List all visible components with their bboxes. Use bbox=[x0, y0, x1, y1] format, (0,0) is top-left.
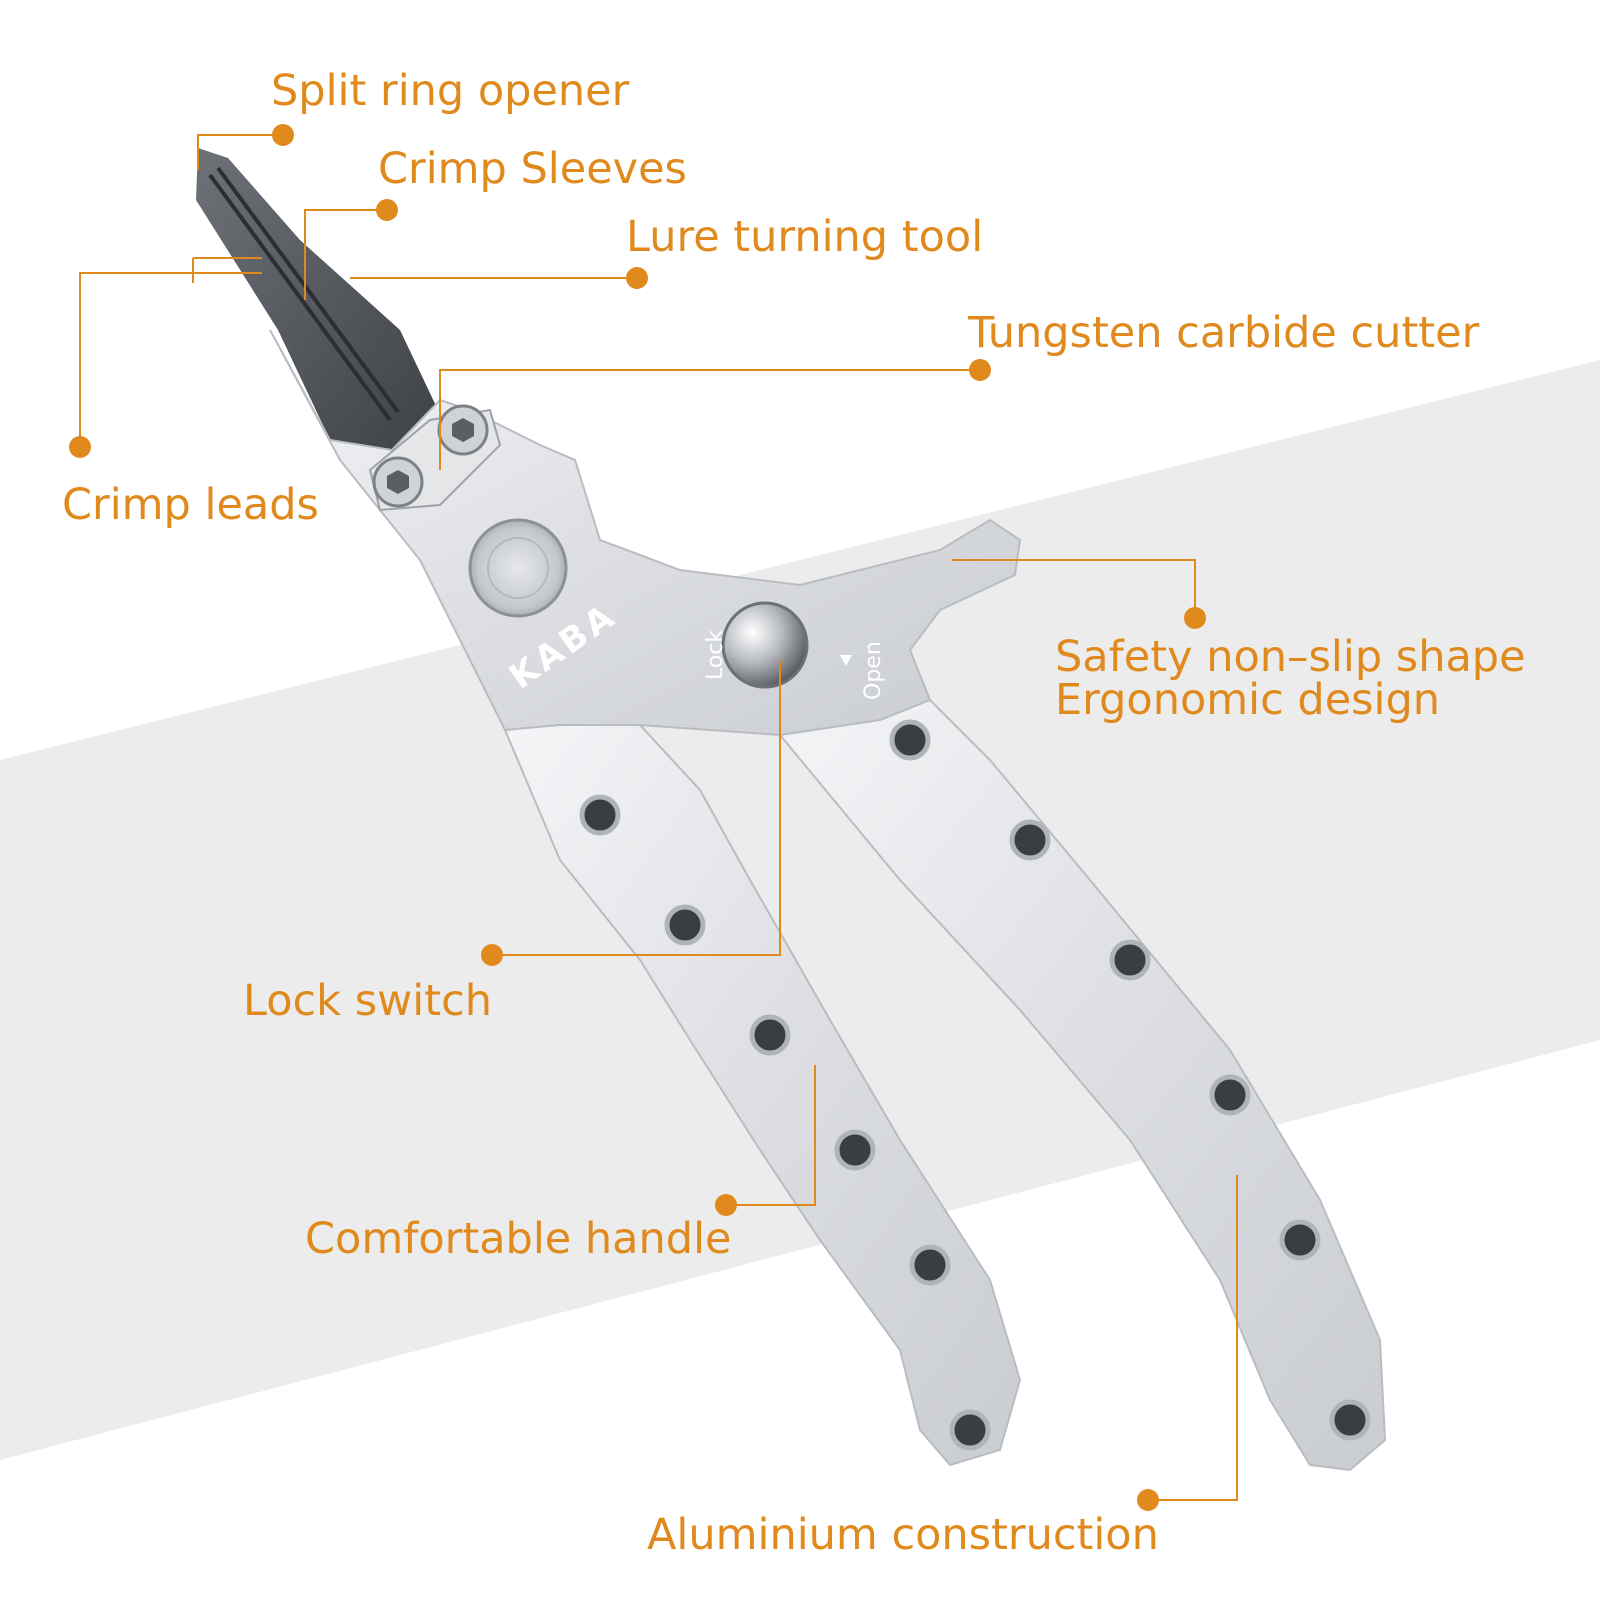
label-safety-line2: Ergonomic design bbox=[1055, 675, 1441, 725]
dot-aluminium bbox=[1137, 1489, 1159, 1511]
background-band bbox=[0, 360, 1600, 1460]
handle-holes bbox=[579, 719, 1371, 1451]
label-crimp-sleeves: Crimp Sleeves bbox=[378, 144, 687, 194]
leader-comfortable bbox=[726, 1065, 816, 1206]
jaw-teeth bbox=[208, 166, 400, 422]
lock-text: Lock bbox=[703, 630, 728, 680]
label-lock-switch: Lock switch bbox=[243, 976, 492, 1026]
hole-left-4 bbox=[834, 1129, 876, 1171]
hole-right-1 bbox=[889, 719, 931, 761]
hole-left-1 bbox=[579, 794, 621, 836]
left-handle bbox=[503, 724, 1022, 1467]
lock-switch-ball bbox=[721, 601, 809, 689]
dot-crimp-leads bbox=[69, 436, 91, 458]
hole-left-2 bbox=[664, 904, 706, 946]
hole-left-6 bbox=[949, 1409, 991, 1451]
dot-safety bbox=[1184, 607, 1206, 629]
leader-aluminium bbox=[1148, 1175, 1238, 1501]
label-crimp-leads: Crimp leads bbox=[62, 480, 319, 530]
hole-left-3 bbox=[749, 1014, 791, 1056]
leader-crimp-sleeves bbox=[304, 209, 387, 300]
dot-comfortable bbox=[715, 1194, 737, 1216]
label-tungsten-carbide-cutter: Tungsten carbide cutter bbox=[968, 308, 1480, 358]
leader-lock-switch bbox=[492, 660, 781, 956]
open-arrow-icon bbox=[840, 655, 852, 666]
label-safety-line1: Safety non–slip shape bbox=[1055, 632, 1526, 682]
callout-dots bbox=[69, 124, 1206, 1511]
label-aluminium-construction: Aluminium construction bbox=[647, 1510, 1159, 1560]
dot-lure-turning bbox=[626, 267, 648, 289]
label-lure-turning-tool: Lure turning tool bbox=[626, 212, 984, 262]
pivot-bolt bbox=[468, 518, 568, 618]
hole-right-2 bbox=[1009, 819, 1051, 861]
hex-screw-bottom bbox=[372, 456, 424, 508]
leader-tungsten bbox=[439, 369, 980, 470]
leader-safety bbox=[952, 559, 1196, 618]
hole-right-6 bbox=[1329, 1399, 1371, 1441]
hole-left-5 bbox=[909, 1244, 951, 1286]
dot-tungsten bbox=[969, 359, 991, 381]
label-safety-ergonomic: Safety non–slip shape Ergonomic design bbox=[1055, 636, 1526, 722]
hole-right-3 bbox=[1109, 939, 1151, 981]
hex-screw-top bbox=[437, 404, 489, 456]
dot-lock-switch bbox=[481, 944, 503, 966]
callout-leaders bbox=[79, 134, 1238, 1501]
right-handle bbox=[778, 698, 1387, 1472]
open-text: Open bbox=[861, 641, 886, 700]
label-comfortable-handle: Comfortable handle bbox=[305, 1214, 732, 1264]
leader-crimp-leads bbox=[79, 272, 262, 447]
leader-split-ring bbox=[197, 134, 283, 170]
label-split-ring-opener: Split ring opener bbox=[271, 66, 630, 116]
hole-right-5 bbox=[1279, 1219, 1321, 1261]
hole-right-4 bbox=[1209, 1074, 1251, 1116]
dot-crimp-sleeves bbox=[376, 199, 398, 221]
dot-split-ring bbox=[272, 124, 294, 146]
